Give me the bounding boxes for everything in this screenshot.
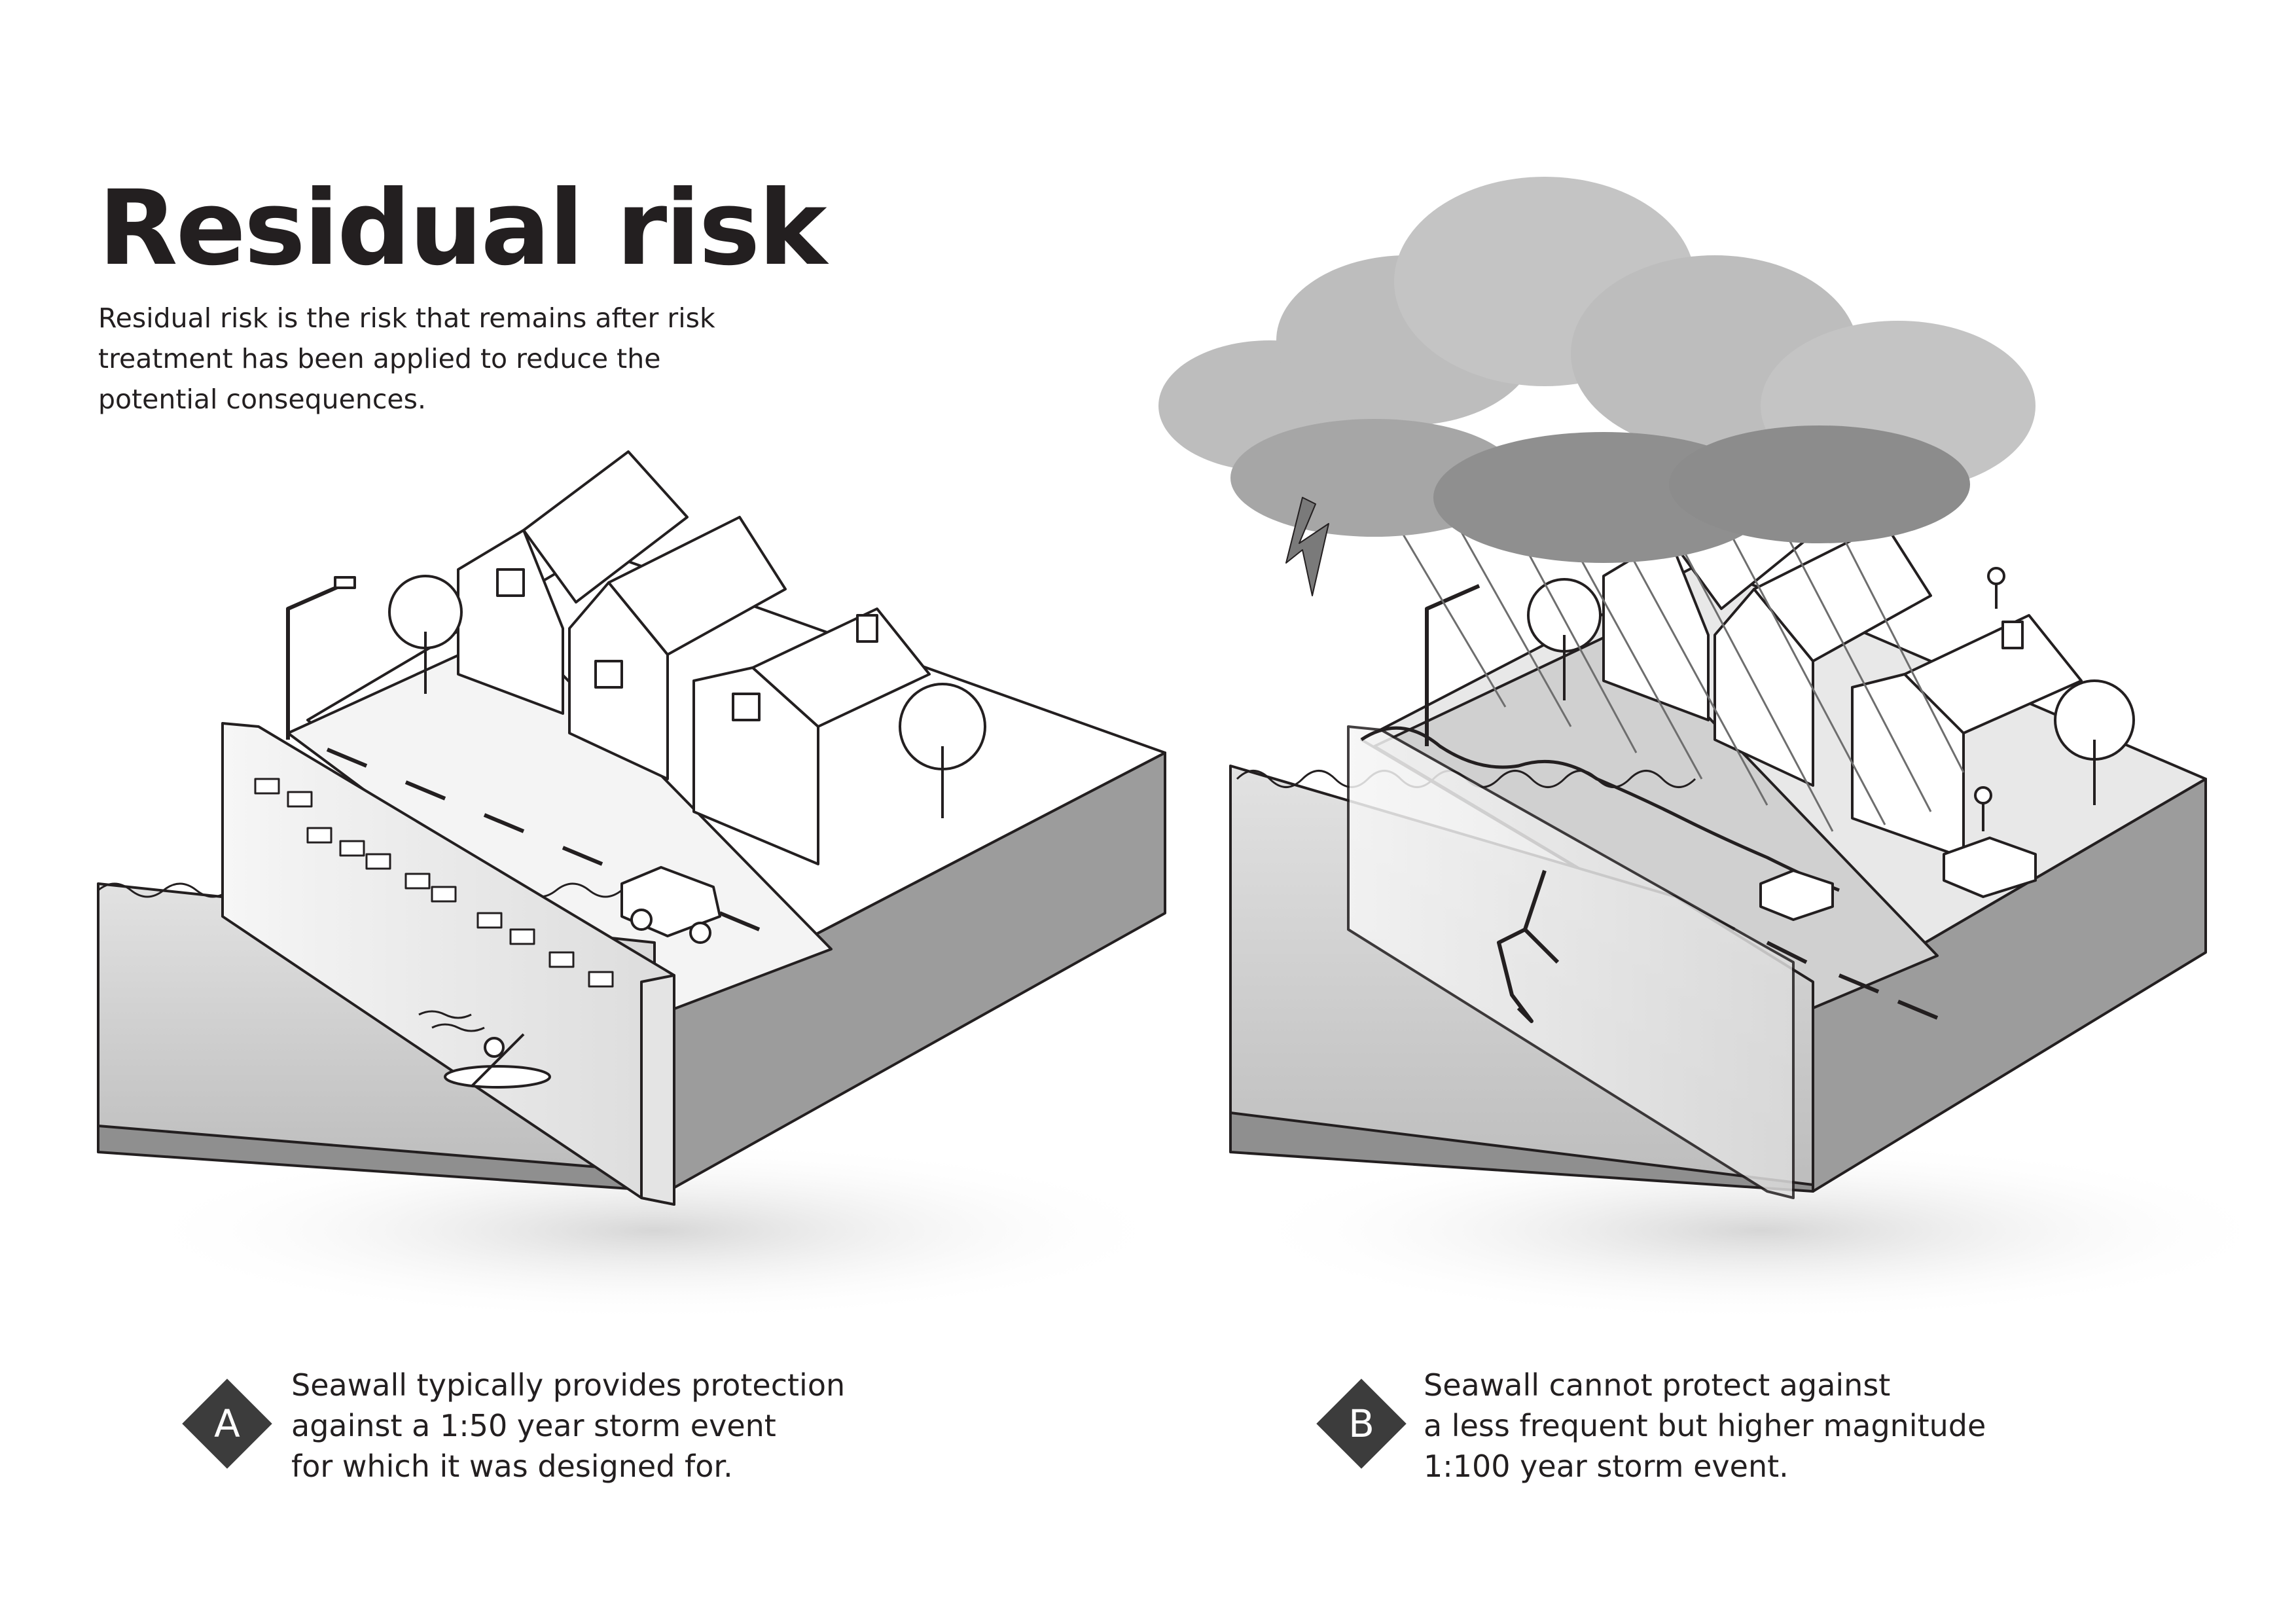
caption-b-line: a less frequent but higher magnitude	[1424, 1408, 1986, 1443]
caption-b-line: 1:100 year storm event.	[1424, 1449, 1789, 1484]
badge-a: A	[171, 1368, 283, 1479]
kayak	[444, 1065, 551, 1089]
caption-a-line: for which it was designed for.	[291, 1449, 733, 1484]
scene-b	[1158, 177, 2284, 1322]
diamond-icon	[176, 1373, 278, 1475]
house-a1	[457, 529, 564, 715]
lightning-bolt	[1285, 497, 1329, 596]
caption-a-line: against a 1:50 year storm event	[291, 1408, 776, 1443]
intro-line: potential consequences.	[98, 384, 426, 415]
scene-a	[97, 450, 1178, 1322]
storm-cloud	[1158, 177, 2036, 563]
person-on-car	[1974, 786, 1992, 804]
street-light-b	[1425, 584, 1480, 746]
street-light-a	[286, 584, 342, 740]
house-a3	[692, 666, 819, 865]
car-b2	[1759, 869, 1834, 921]
wall-crack	[1497, 870, 1560, 1023]
caption-b: Seawall cannot protect against a less fr…	[1424, 1365, 1986, 1487]
intro-paragraph: Residual risk is the risk that remains a…	[98, 298, 753, 420]
house-b2	[1713, 588, 1814, 787]
diamond-icon	[1310, 1373, 1412, 1475]
car-a	[620, 866, 721, 944]
caption-a-line: Seawall typically provides protection	[291, 1367, 846, 1403]
car-b	[1943, 837, 2037, 898]
caption-b-line: Seawall cannot protect against	[1424, 1367, 1891, 1403]
page-title: Residual risk	[98, 168, 827, 289]
badge-a-label: A	[214, 1401, 240, 1446]
intro-line: treatment has been applied to reduce the	[98, 343, 661, 374]
badge-b-label: B	[1348, 1401, 1374, 1446]
person-on-roof	[1987, 567, 2005, 585]
intro-line: Residual risk is the risk that remains a…	[98, 302, 715, 334]
caption-a: Seawall typically provides protection ag…	[291, 1365, 845, 1487]
badge-b: B	[1306, 1368, 1417, 1479]
